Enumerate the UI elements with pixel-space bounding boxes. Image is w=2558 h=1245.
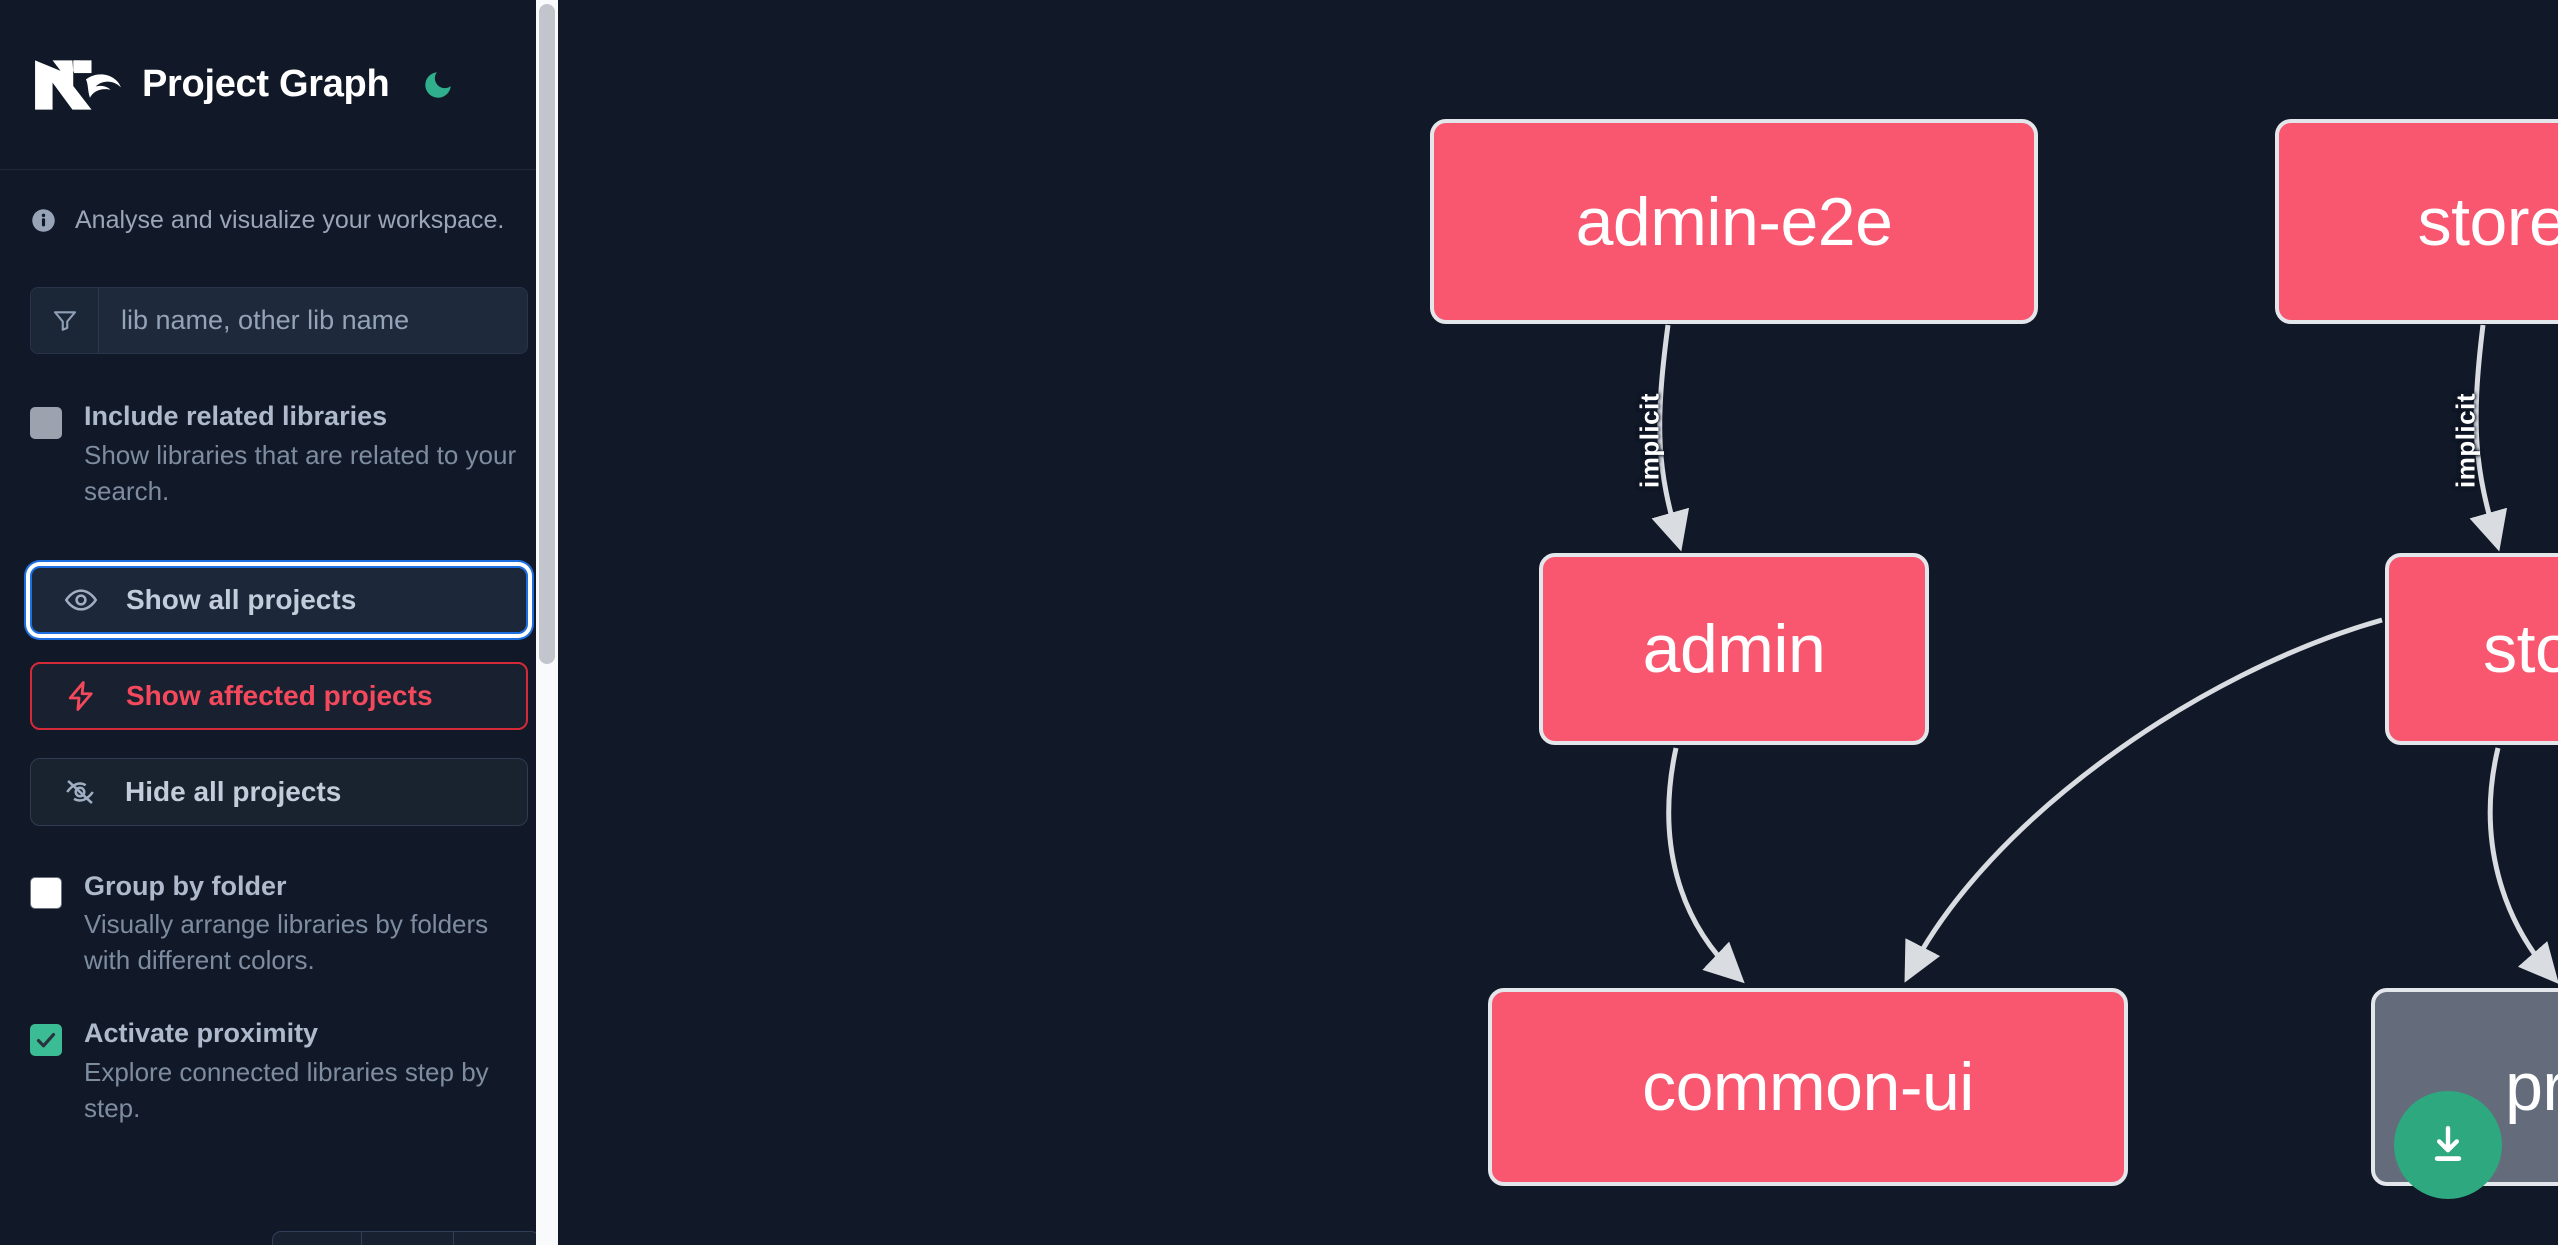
option-group-by-folder[interactable]: Group by folder Visually arrange librari… bbox=[0, 870, 558, 980]
project-visibility-buttons: Show all projects Show affected projects bbox=[30, 565, 528, 826]
graph-canvas[interactable]: admin-e2e store-e2e admin store common-u… bbox=[558, 0, 2558, 1245]
show-all-projects-label: Show all projects bbox=[126, 583, 357, 615]
checkbox-include-related-libraries[interactable] bbox=[30, 407, 62, 439]
segment-divider bbox=[361, 1232, 362, 1245]
nx-logo-icon bbox=[30, 54, 126, 116]
edge-store-products bbox=[2487, 747, 2558, 985]
search-field[interactable] bbox=[30, 287, 528, 354]
edge-admin-common-ui bbox=[1666, 747, 1745, 984]
sidebar-scrollbar-thumb[interactable] bbox=[539, 4, 555, 664]
option-title: Group by folder bbox=[84, 870, 287, 901]
segment-divider bbox=[453, 1232, 454, 1245]
option-description: Show libraries that are related to your … bbox=[84, 439, 517, 506]
edge-admin-e2e-admin bbox=[1651, 324, 1690, 552]
check-icon bbox=[36, 1033, 56, 1048]
page-title: Project Graph bbox=[142, 63, 390, 105]
download-icon bbox=[2434, 1126, 2462, 1161]
show-affected-projects-label: Show affected projects bbox=[126, 679, 433, 711]
hide-all-projects-label: Hide all projects bbox=[125, 775, 342, 807]
info-circle-icon bbox=[30, 207, 57, 234]
option-description: Visually arrange libraries by folders wi… bbox=[84, 909, 489, 976]
show-all-projects-button[interactable]: Show all projects bbox=[30, 565, 528, 634]
graph-node-admin[interactable]: admin bbox=[1539, 553, 1929, 745]
graph-node-store[interactable]: store bbox=[2385, 553, 2558, 745]
edge-store-e2e-store bbox=[2469, 324, 2508, 552]
show-affected-projects-button[interactable]: Show affected projects bbox=[30, 661, 528, 730]
edge-label-implicit-admin: implicit bbox=[1634, 393, 1665, 489]
graph-node-common-ui[interactable]: common-ui bbox=[1488, 988, 2128, 1186]
moon-icon[interactable] bbox=[421, 68, 455, 102]
option-description: Explore connected libraries step by step… bbox=[84, 1056, 489, 1123]
edge-label-implicit-store: implicit bbox=[2450, 393, 2481, 489]
download-image-button[interactable] bbox=[2394, 1091, 2502, 1199]
option-include-related-libraries[interactable]: Include related libraries Show libraries… bbox=[0, 400, 558, 510]
bottom-segmented-control[interactable] bbox=[272, 1231, 540, 1245]
option-title: Activate proximity bbox=[84, 1018, 319, 1048]
checkbox-activate-proximity[interactable] bbox=[30, 1024, 62, 1056]
graph-node-admin-e2e[interactable]: admin-e2e bbox=[1430, 119, 2038, 324]
checkbox-group-by-folder[interactable] bbox=[30, 876, 62, 909]
sidebar-scrollbar[interactable] bbox=[536, 0, 558, 1245]
edge-store-common-ui bbox=[1904, 617, 2383, 983]
eye-icon bbox=[64, 583, 98, 617]
graph-node-store-e2e[interactable]: store-e2e bbox=[2275, 119, 2558, 324]
hide-all-projects-button[interactable]: Hide all projects bbox=[30, 757, 528, 826]
filter-icon bbox=[31, 288, 99, 353]
eye-off-icon bbox=[63, 775, 97, 809]
sidebar: Project Graph Analyse and visualize yo bbox=[0, 0, 558, 1245]
tagline: Analyse and visualize your workspace. bbox=[0, 170, 558, 235]
lightning-icon bbox=[64, 679, 98, 713]
option-title: Include related libraries bbox=[84, 401, 388, 431]
option-activate-proximity[interactable]: Activate proximity Explore connected lib… bbox=[0, 1017, 558, 1127]
tagline-text: Analyse and visualize your workspace. bbox=[75, 206, 505, 234]
search-input[interactable] bbox=[99, 288, 527, 353]
sidebar-header: Project Graph bbox=[0, 0, 558, 170]
